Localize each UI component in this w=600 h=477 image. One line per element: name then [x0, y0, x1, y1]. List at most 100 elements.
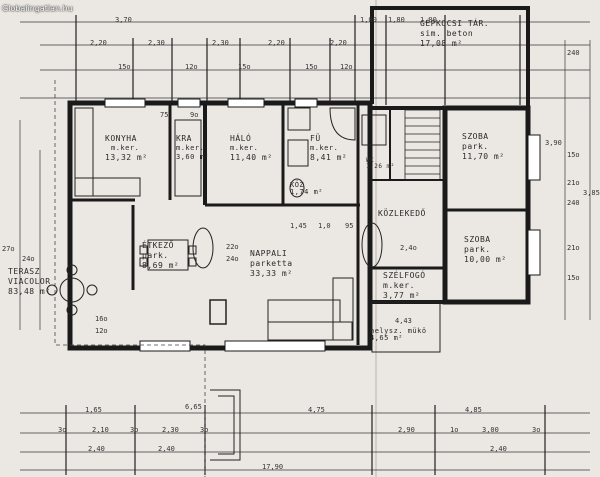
dim-right-4: 240	[567, 199, 580, 207]
dim-left-1: 24o	[22, 255, 35, 263]
room-wc: WC 1,26 m²	[366, 158, 395, 170]
terrace-outline	[54, 80, 206, 477]
room-pantry: KRA m.ker. 3,60 m²	[176, 135, 209, 161]
dim-bottom1-3: 4,85	[465, 406, 482, 414]
dim-top1-6: 1,00	[360, 16, 377, 24]
bottom-dimension-lines	[20, 412, 590, 471]
room-pantry-floor: m.ker.	[176, 144, 205, 152]
dim-top1-4: 2,20	[268, 39, 285, 47]
dim-top1-0: 3,70	[115, 16, 132, 24]
room-utility-name: helysz. mükö	[370, 327, 427, 335]
room-pantry-area: 3,60 m²	[176, 153, 210, 161]
top-dimension-lines	[20, 21, 590, 99]
dim-bottom2-2: 3o	[130, 426, 139, 434]
dim-bottom2-5: 2,90	[398, 426, 415, 434]
room-kitchen-name: KONYHA	[105, 134, 137, 143]
dim-left-0: 27o	[2, 245, 15, 253]
room-room2-name: SZOBA	[464, 235, 491, 244]
dim-bottom3-2: 2,40	[490, 445, 507, 453]
dim-top1-3: 2,30	[212, 39, 229, 47]
dim-inner-9: 3,90	[545, 139, 562, 147]
entrance-steps	[210, 301, 441, 461]
room-bathroom-area: 8,41 m²	[310, 153, 348, 162]
room-wc-name: WC	[366, 157, 375, 164]
room-kitchen-floor: m.ker.	[111, 144, 140, 152]
room-room1-floor: park.	[462, 142, 489, 151]
dim-top2-3: 15o	[305, 63, 318, 71]
bathroom-fixtures	[287, 107, 387, 198]
room-bedroom-area: 11,40 m²	[230, 153, 273, 162]
dim-bottom3-0: 2,40	[88, 445, 105, 453]
right-dimension-lines	[564, 40, 591, 320]
dim-inner-7: 4,43	[395, 317, 412, 325]
room-kitchen: KONYHA m.ker. 13,32 m²	[105, 135, 148, 162]
dim-top1-5: 2,20	[330, 39, 347, 47]
dim-inner-1: 24o	[226, 255, 239, 263]
dim-top2-0: 15o	[118, 63, 131, 71]
room-hallway: KÖZ 1,74 m²	[290, 182, 323, 196]
dim-right-0: 240	[567, 49, 580, 57]
dim-top1-7: 1,80	[388, 16, 405, 24]
dim-bottom2-1: 2,10	[92, 426, 109, 434]
dim-inner-3: 9o	[190, 111, 199, 119]
room-living-area: 33,33 m²	[250, 269, 293, 278]
windows	[104, 98, 541, 352]
dim-top1-1: 2,20	[90, 39, 107, 47]
dim-bottom2-0: 3o	[58, 426, 67, 434]
room-vestibule: SZÉLFOGÓ m.ker. 3,77 m²	[383, 272, 426, 300]
dim-right-3: 3,85	[583, 189, 600, 197]
dim-inner-6: 95	[345, 222, 354, 230]
room-wc-area: 1,26 m²	[366, 163, 395, 170]
room-bedroom: HÁLÓ m.ker. 11,40 m²	[230, 135, 273, 162]
room-garage-area: 17,08 m²	[420, 39, 463, 48]
room-terrace: TERASZ VIACOLOR 83,48 m²	[8, 268, 51, 296]
walls	[67, 6, 531, 351]
room-terrace-area: 83,48 m²	[8, 287, 51, 296]
room-room1: SZOBA park. 11,70 m²	[462, 133, 505, 161]
dim-bottom4: 17,90	[262, 463, 284, 471]
dim-left-2: 16o	[95, 315, 108, 323]
room-kitchen-area: 13,32 m²	[105, 153, 148, 162]
dim-bottom2-4: 3o	[200, 426, 209, 434]
dim-top2-1: 12o	[185, 63, 198, 71]
room-garage: GÉPKOCSI TÁR. sim. beton 17,08 m²	[420, 20, 489, 48]
kitchen-furniture	[74, 107, 202, 197]
room-corridor: KÖZLEKEDŐ	[378, 210, 426, 218]
room-bedroom-name: HÁLÓ	[230, 134, 252, 143]
dim-top1-2: 2,30	[148, 39, 165, 47]
dim-top2-2: 15o	[238, 63, 251, 71]
dim-inner-0: 22o	[226, 243, 239, 251]
watermark: Globalingatlan.hu	[2, 4, 73, 13]
dim-right-6: 15o	[567, 274, 580, 282]
dim-bottom2-8: 3o	[532, 426, 541, 434]
room-corridor-name: KÖZLEKEDŐ	[378, 209, 426, 218]
room-garage-floor: sim. beton	[420, 29, 474, 38]
dim-bottom2-6: 1o	[450, 426, 459, 434]
dim-inner-5: 1,0	[318, 222, 331, 230]
dim-inner-2: 75	[160, 111, 169, 119]
dim-right-2: 21o	[567, 179, 580, 187]
room-bedroom-floor: m.ker.	[230, 144, 259, 152]
left-dimension-lines	[19, 120, 41, 330]
room-bathroom-name: FÜ	[310, 134, 321, 143]
columns	[192, 222, 383, 269]
fireplace	[209, 299, 227, 325]
room-room1-area: 11,70 m²	[462, 152, 505, 161]
dim-inner-4: 1,45	[290, 222, 307, 230]
dim-bottom1-2: 4,75	[308, 406, 325, 414]
dim-top2-4: 12o	[340, 63, 353, 71]
dim-inner-8: 2,4o	[400, 244, 417, 252]
dim-top1-8: 1,00	[420, 16, 437, 24]
room-room2: SZOBA park. 10,00 m²	[464, 236, 507, 264]
room-bathroom: FÜ m.ker. 8,41 m²	[310, 135, 347, 162]
room-dining-floor: park.	[142, 251, 169, 260]
room-terrace-name: TERASZ	[8, 267, 40, 276]
stairs	[404, 109, 441, 181]
dim-bottom1-0: 1,65	[85, 406, 102, 414]
room-utility-area: 4,65 m²	[370, 334, 404, 342]
dim-left-3: 12o	[95, 327, 108, 335]
dim-bottom1-1: 6,65	[185, 403, 202, 411]
room-living: NAPPALI parketta 33,33 m²	[250, 250, 293, 278]
